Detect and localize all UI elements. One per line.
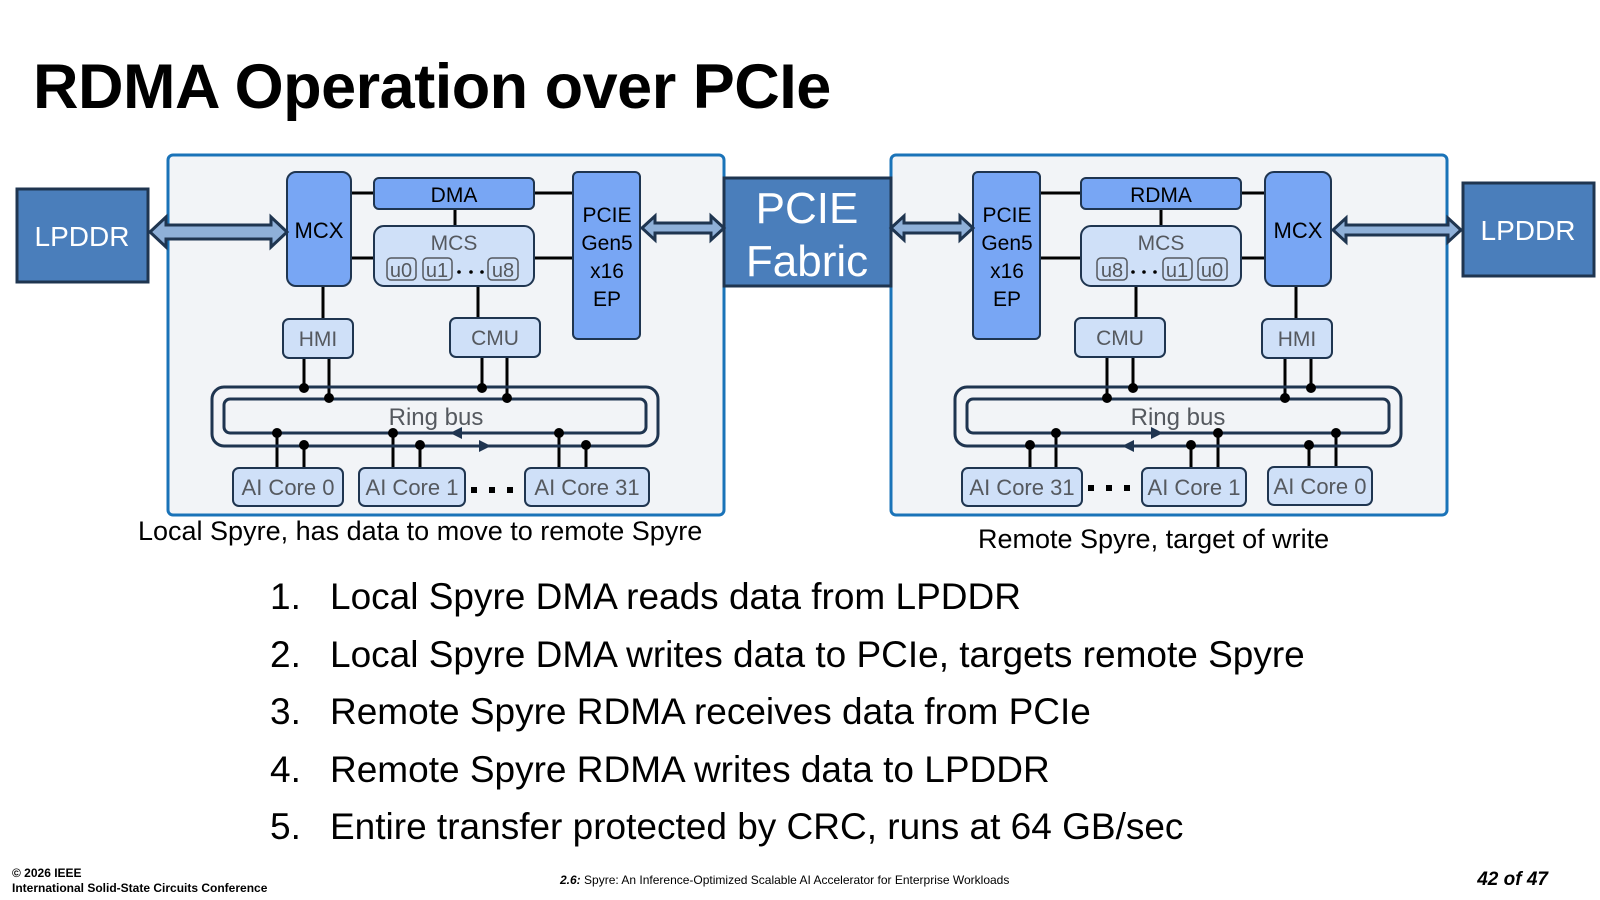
copyright-text: © 2026 IEEE [12,866,82,880]
pcie-fabric-label-line1: PCIE [756,184,859,233]
remote-ai-core-label: AI Core 1 [1148,475,1241,500]
local-pcie-label: EP [593,288,621,311]
remote-hmi-label: HMI [1278,328,1317,351]
step-item: 1.Local Spyre DMA reads data from LPDDR [270,576,1021,617]
slide-title: RDMA Operation over PCIe [33,52,831,122]
local-lpddr-label: LPDDR [35,221,130,252]
remote-ring-bus-label: Ring bus [1131,404,1226,431]
remote-ai-core [1267,466,1373,506]
step-item: 4.Remote Spyre RDMA writes data to LPDDR [270,748,1050,790]
local-hmi-label: HMI [299,328,338,351]
remote-pcie-label: EP [993,288,1021,311]
local-mcx-block [286,171,352,287]
remote-ai-core [1141,467,1247,507]
local-mcs-unit: u8 [492,260,514,282]
local-spyre-panel: MCX DMA MCS u0 u1 u8 PCIE Gen5 x16 EP HM… [166,153,726,517]
remote-ai-core-label: AI Core 31 [969,475,1074,500]
local-lpddr-block [15,187,150,284]
ring-bus-inner [222,397,648,435]
footer-paper-title: 2.6: Spyre: An Inference-Optimized Scala… [560,873,1009,887]
local-mcs-label: MCS [431,232,478,255]
remote-spyre-panel: PCIE Gen5 x16 EP RDMA MCS u8 u1 u0 MCX C… [889,153,1449,517]
local-cmu-label: CMU [471,327,519,350]
remote-mcx-label: MCX [1274,218,1323,243]
conference-name: International Solid-State Circuits Confe… [12,881,268,895]
pcie-fabric-arrow-remote-icon [888,212,976,244]
local-ai-core-label: AI Core 0 [242,475,335,500]
pcie-fabric-label-line2: Fabric [746,237,868,286]
local-pcie-ep-block [572,171,641,340]
local-pcie-label: x16 [590,260,624,283]
lpddr-mcx-arrow-icon [147,213,290,251]
remote-rdma-label: RDMA [1130,184,1192,207]
local-dma-block [373,177,535,210]
remote-mcs-label: MCS [1138,232,1185,255]
remote-mcs-block [1080,225,1242,287]
step-item: 3.Remote Spyre RDMA receives data from P… [270,691,1091,732]
local-mcs-unit: u0 [390,260,412,282]
remote-pcie-ep-block [972,171,1041,340]
step-item: 5.Entire transfer protected by CRC, runs… [270,806,1184,847]
remote-mcx-block [1264,171,1332,287]
remote-pcie-label: Gen5 [981,232,1032,255]
local-ai-core-label: AI Core 31 [534,475,639,500]
local-pcie-label: Gen5 [581,232,632,255]
pcie-fabric-block [722,176,893,288]
remote-pcie-label: x16 [990,260,1024,283]
ring-arrow-right-icon [479,440,491,452]
remote-pcie-label: PCIE [982,204,1031,227]
remote-lpddr-label: LPDDR [1481,215,1576,246]
steps-list: 1.Local Spyre DMA reads data from LPDDR … [270,578,1305,866]
local-mcs-unit: u1 [426,260,448,282]
local-ring-bus-label: Ring bus [389,404,484,431]
local-ai-core [358,467,466,507]
remote-cmu-label: CMU [1096,327,1144,350]
ring-arrow-left-icon [450,427,462,439]
remote-hmi-block [1261,318,1333,359]
remote-lpddr-block [1461,181,1596,278]
remote-cmu-block [1074,317,1166,358]
local-hmi-block [282,318,354,359]
local-dma-label: DMA [431,184,478,207]
local-ai-core [524,467,650,507]
mcx-lpddr-arrow-icon [1330,214,1464,246]
remote-ai-core-label: AI Core 0 [1274,474,1367,499]
local-ai-core [232,467,344,507]
remote-rdma-block [1080,177,1242,210]
local-pcie-label: PCIE [582,204,631,227]
ring-arrow-right-icon [1151,427,1163,439]
remote-mcs-unit: u0 [1201,260,1223,282]
ring-bus-outer [210,385,660,448]
ring-bus-inner [965,397,1391,435]
ring-bus-outer [953,385,1403,448]
architecture-diagram: MCX DMA MCS u0 u1 u8 PCIE Gen5 x16 EP HM… [15,153,1596,517]
paper-title: Spyre: An Inference-Optimized Scalable A… [584,873,1010,887]
local-spyre-caption: Local Spyre, has data to move to remote … [138,516,703,546]
step-item: 2.Local Spyre DMA writes data to PCIe, t… [270,633,1305,675]
local-mcs-block [373,225,535,287]
local-cmu-block [449,317,541,358]
pcie-fabric-arrow-local-icon [639,212,727,244]
ring-arrow-left-icon [1122,440,1134,452]
remote-mcs-unit: u8 [1101,260,1123,282]
remote-spyre-caption: Remote Spyre, target of write [978,524,1330,554]
remote-ai-core [961,467,1083,507]
remote-mcs-unit: u1 [1166,260,1188,282]
footer-copyright: © 2026 IEEE International Solid-State Ci… [12,866,267,896]
paper-id: 2.6: [560,873,581,887]
local-mcx-label: MCX [295,218,344,243]
local-ai-core-label: AI Core 1 [366,475,459,500]
page-number: 42 of 47 [1477,869,1548,890]
